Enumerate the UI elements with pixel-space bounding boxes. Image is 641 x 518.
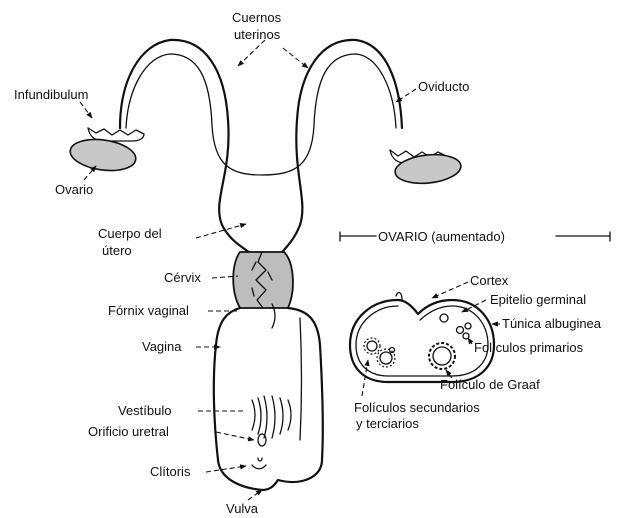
label-clitoris: Clítoris bbox=[150, 464, 191, 479]
inset-follicle-small-right3 bbox=[463, 333, 469, 339]
inset-follicle-small-right bbox=[457, 327, 464, 334]
inset-label-tunica: Túnica albuginea bbox=[502, 316, 602, 331]
inset-label-secundarios-line1: Folículos secundarios bbox=[354, 400, 480, 415]
label-vestibulo: Vestíbulo bbox=[118, 403, 172, 418]
inset-label-primarios: Folículos primarios bbox=[474, 340, 584, 355]
inset-label-graaf: Folículo de Graaf bbox=[440, 377, 540, 392]
inset-title: OVARIO (aumentado) bbox=[378, 229, 505, 244]
label-cuerpo-line2: útero bbox=[102, 243, 132, 258]
label-infundibulum: Infundibulum bbox=[14, 87, 88, 102]
label-cuernos-line1: Cuernos bbox=[232, 10, 282, 25]
label-vagina: Vagina bbox=[142, 339, 182, 354]
label-cuernos-line2: uterinos bbox=[234, 27, 281, 42]
label-ovario-left: Ovario bbox=[55, 182, 93, 197]
urethral-orifice-mark bbox=[258, 434, 266, 446]
inset-foliculo-graaf bbox=[433, 347, 451, 365]
inset-follicle-small-top bbox=[440, 314, 448, 322]
ovary-inset: OVARIO (aumentado) Cortex Epitelio germi… bbox=[340, 229, 610, 431]
uterus-body bbox=[120, 40, 402, 258]
label-fornix: Fórnix vaginal bbox=[108, 303, 189, 318]
vagina-outline bbox=[214, 304, 323, 490]
label-cuerpo-line1: Cuerpo del bbox=[98, 226, 162, 241]
right-ovary bbox=[394, 152, 463, 187]
inset-label-cortex: Cortex bbox=[470, 273, 509, 288]
inset-label-secundarios-line2: y terciarios bbox=[356, 416, 419, 431]
label-cervix: Cérvix bbox=[164, 270, 201, 285]
label-oviducto: Oviducto bbox=[418, 79, 469, 94]
inset-follicle-secondary bbox=[367, 341, 377, 351]
inset-follicle-small-right2 bbox=[465, 323, 471, 329]
label-vulva: Vulva bbox=[226, 501, 259, 516]
inset-follicle-tertiary bbox=[380, 352, 392, 364]
label-orificio: Orificio uretral bbox=[88, 424, 169, 439]
cervix bbox=[233, 252, 293, 308]
inset-label-epitelio: Epitelio germinal bbox=[490, 292, 586, 307]
